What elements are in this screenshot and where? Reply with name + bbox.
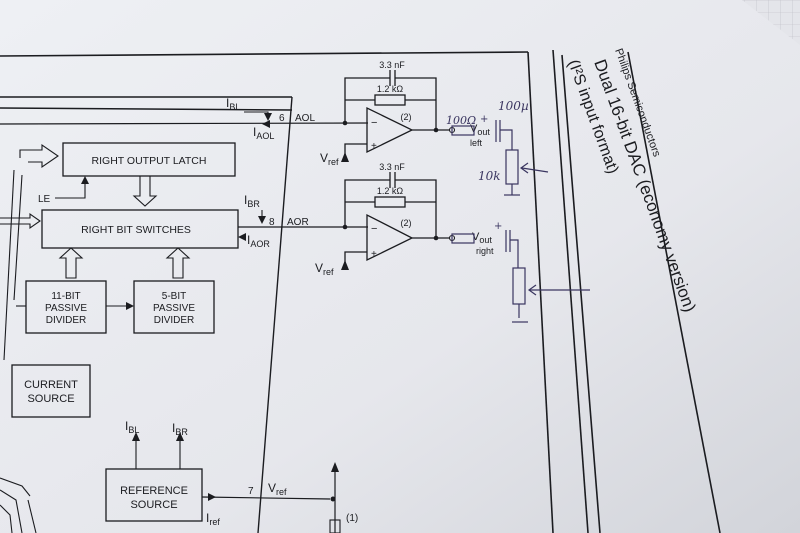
bottom-opamp xyxy=(344,172,450,268)
right-bit-switches-block xyxy=(41,209,239,249)
bottom-plus-label: + xyxy=(371,249,377,260)
11-bit-passive-divider-block xyxy=(25,280,107,334)
reference-source-line2: SOURCE xyxy=(130,499,177,511)
current-source-line2: SOURCE xyxy=(27,393,74,405)
pencil-plus-left: + xyxy=(480,114,488,125)
page-frame xyxy=(0,49,721,533)
right-bit-switches-label: RIGHT BIT SWITCHES xyxy=(81,224,191,236)
pin-7-label: 7 xyxy=(248,486,254,497)
top-plus-label: + xyxy=(371,141,377,152)
vout-left-side: left xyxy=(470,138,483,148)
reference-source-line1: REFERENCE xyxy=(120,485,188,497)
current-source-block xyxy=(11,364,91,418)
vref-bottom-label: Vref xyxy=(315,261,334,277)
11-bit-line2: PASSIVE xyxy=(45,303,87,314)
current-source-line1: CURRENT xyxy=(24,379,78,391)
ibr-label: IBR xyxy=(244,193,260,209)
vref-pin-label: Vref xyxy=(268,481,287,497)
note-1-label: (1) xyxy=(346,513,358,524)
pencil-100-ohm-label: 100Ω xyxy=(446,114,476,127)
reference-source-block xyxy=(105,468,203,522)
iref-label: Iref xyxy=(206,511,220,527)
11-bit-line1: 11-BIT xyxy=(51,291,80,302)
pin-8-label: 8 xyxy=(269,217,275,228)
note-2-top-label: (2) xyxy=(401,112,412,122)
pencil-additions xyxy=(451,120,590,323)
5-bit-line2: PASSIVE xyxy=(153,303,195,314)
vout-right-side: right xyxy=(476,246,494,256)
11-bit-line3: DIVIDER xyxy=(46,315,87,326)
vout-right-label: Vout xyxy=(472,231,492,245)
cap-top-label: 3.3 nF xyxy=(379,60,405,70)
bottom-minus-label: − xyxy=(371,223,377,235)
aor-label: AOR xyxy=(287,217,309,228)
pencil-plus-right: + xyxy=(494,221,502,232)
ibr-reference-label: IBR xyxy=(172,421,188,437)
5-bit-line1: 5-BIT xyxy=(162,291,186,302)
right-output-latch-label: RIGHT OUTPUT LATCH xyxy=(92,155,207,167)
pin-6-label: 6 xyxy=(279,113,285,124)
cap-bottom-label: 3.3 nF xyxy=(379,162,405,172)
top-opamp xyxy=(344,70,450,160)
pencil-100u-label: 100µ xyxy=(498,99,529,113)
res-bottom-label: 1.2 kΩ xyxy=(377,186,404,196)
aol-label: AOL xyxy=(295,113,315,124)
ibl-reference-label: IBL xyxy=(125,419,139,435)
5-bit-passive-divider-block xyxy=(133,280,215,334)
note-2-bottom-label: (2) xyxy=(401,218,412,228)
5-bit-line3: DIVIDER xyxy=(154,315,195,326)
pencil-10k-label: 10k xyxy=(478,169,501,183)
top-minus-label: − xyxy=(371,117,377,129)
le-label: LE xyxy=(38,194,51,205)
iaor-label: IAOR xyxy=(247,233,270,249)
res-top-label: 1.2 kΩ xyxy=(377,84,404,94)
vref-top-label: Vref xyxy=(320,151,339,167)
ibl-label: IBL xyxy=(226,96,240,112)
iaol-label: IAOL xyxy=(253,125,274,141)
